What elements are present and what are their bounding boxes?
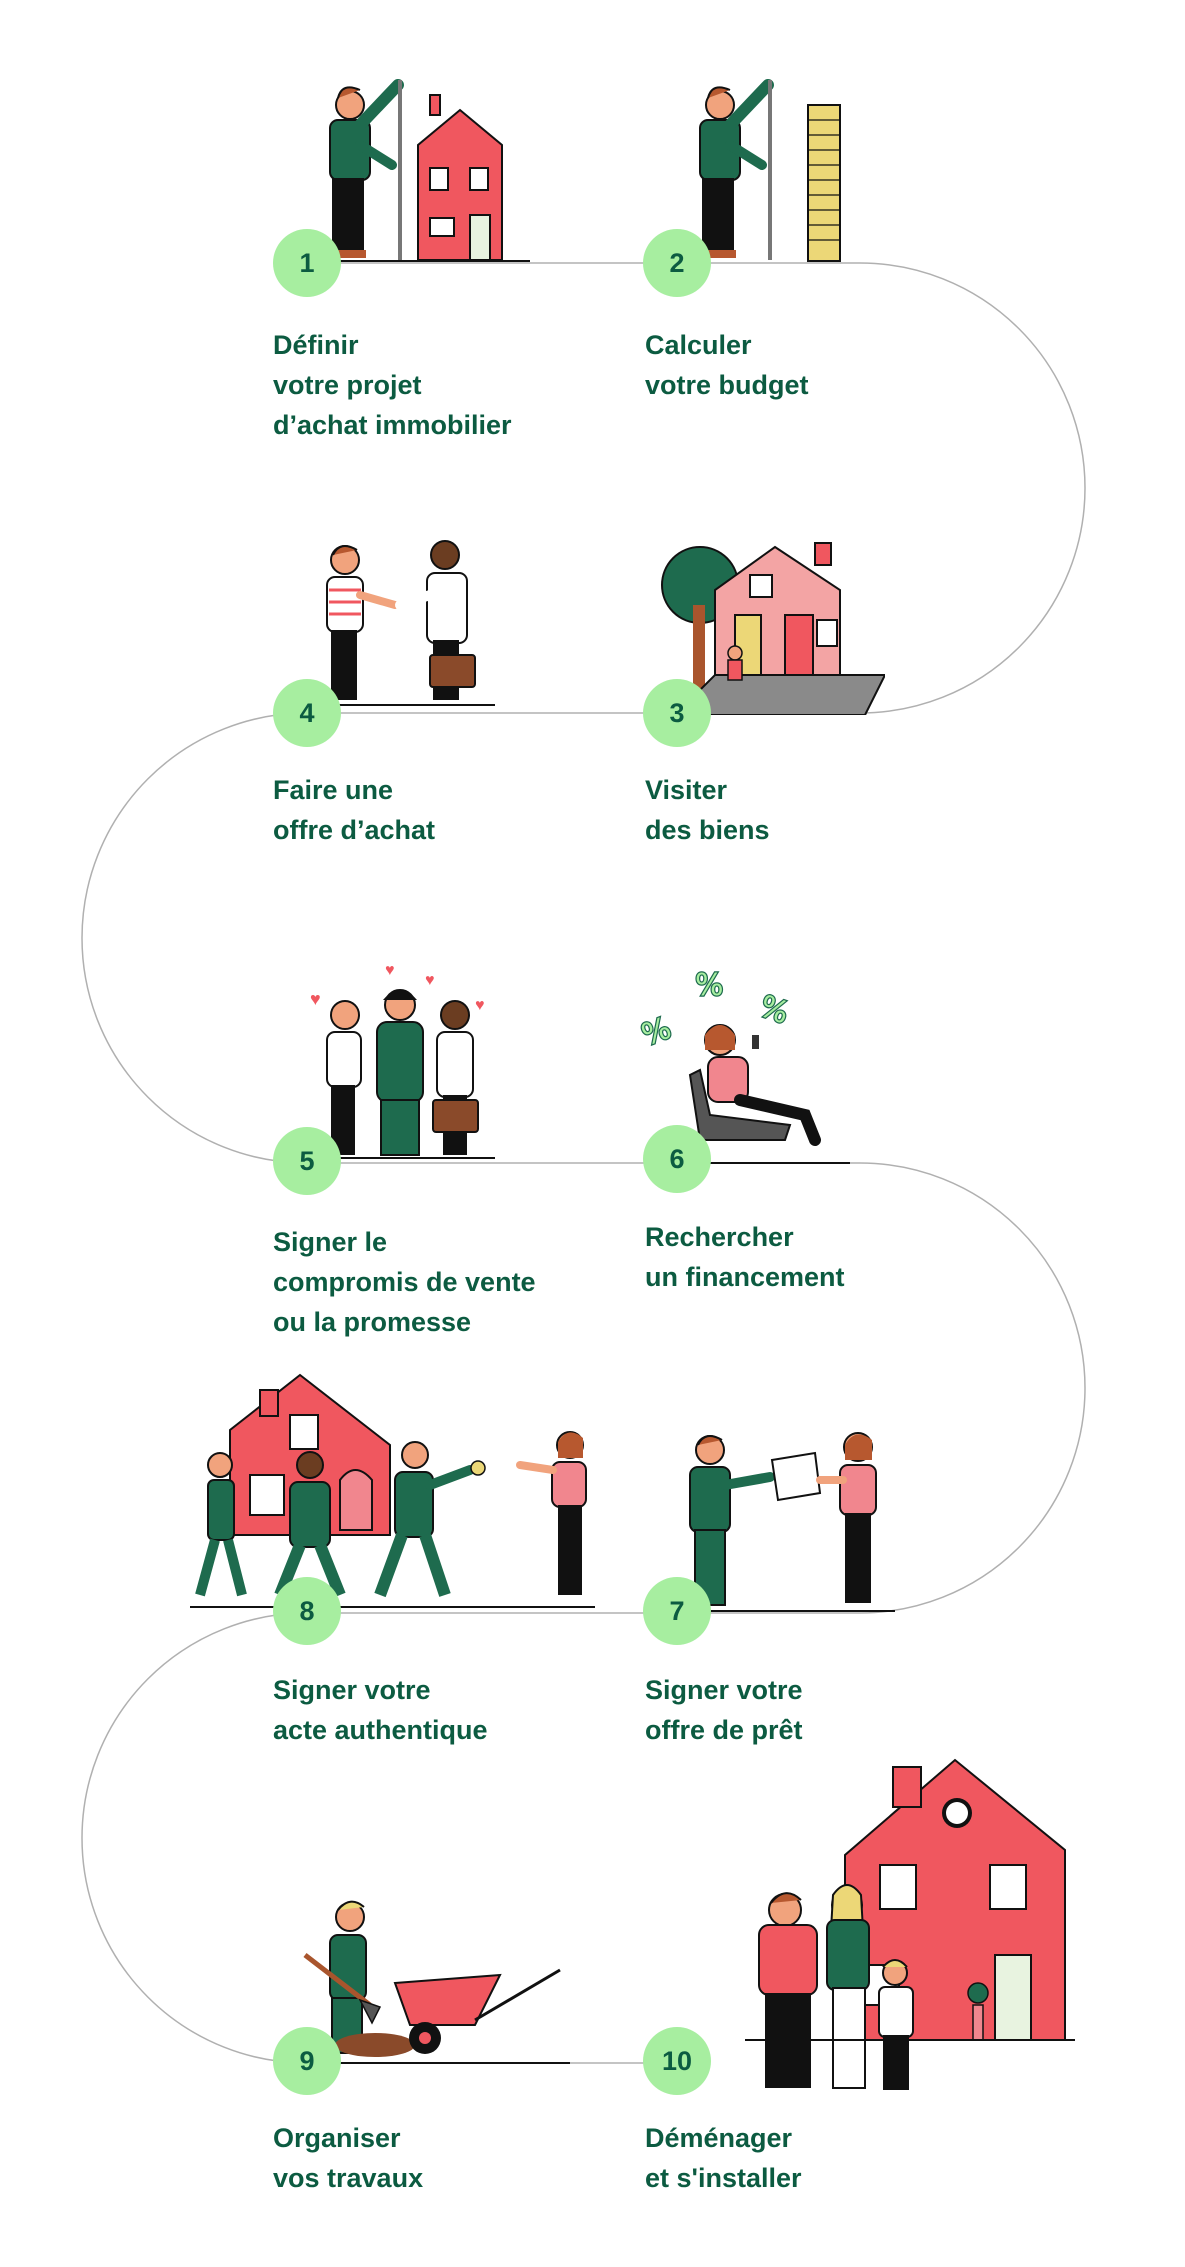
step-title: Signer votre acte authentique	[273, 1675, 488, 1745]
step-title: Visiter des biens	[645, 775, 770, 845]
woman-percent-icon: % % % % % %	[640, 967, 850, 1164]
wheelbarrow-icon	[300, 1900, 570, 2064]
document-exchange-icon	[680, 1432, 895, 1612]
svg-text:%: %	[640, 1011, 676, 1054]
step-number-badge: 5	[273, 1127, 341, 1195]
svg-text:♥: ♥	[475, 997, 485, 1014]
svg-text:♥: ♥	[425, 972, 435, 989]
man-measuring-house-icon	[320, 79, 530, 262]
handshake-icon	[315, 540, 495, 706]
man-measuring-coins-icon	[699, 79, 841, 262]
svg-text:%: %	[755, 989, 794, 1032]
svg-text:%: %	[695, 968, 724, 1003]
step-number-badge: 1	[273, 229, 341, 297]
step-number-badge: 7	[643, 1577, 711, 1645]
svg-text:♥: ♥	[385, 962, 395, 979]
step-title: Rechercher un financement	[645, 1222, 845, 1292]
step-title: Définir votre projet d’achat immobilier	[273, 330, 512, 440]
house-visit-icon	[661, 542, 885, 715]
carrying-house-icon	[190, 1373, 595, 1608]
step-number-badge: 8	[273, 1577, 341, 1645]
family-new-home-icon	[745, 1758, 1075, 2090]
step-title: Calculer votre budget	[645, 330, 809, 400]
step-title: Faire une offre d’achat	[273, 775, 436, 845]
step-number-badge: 10	[643, 2027, 711, 2095]
svg-text:%: %	[695, 968, 724, 1003]
step-number-badge: 9	[273, 2027, 341, 2095]
group-hug-icon: ♥ ♥ ♥ ♥	[305, 962, 495, 1159]
step-title: Déménager et s'installer	[645, 2123, 802, 2193]
step-number-badge: 2	[643, 229, 711, 297]
step-title: Signer votre offre de prêt	[645, 1675, 803, 1745]
step-number-badge: 6	[643, 1125, 711, 1193]
svg-text:♥: ♥	[310, 989, 321, 1009]
step-number-badge: 3	[643, 679, 711, 747]
step-number-badge: 4	[273, 679, 341, 747]
step-title: Organiser vos travaux	[273, 2123, 424, 2193]
step-title: Signer le compromis de vente ou la prome…	[273, 1227, 536, 1337]
